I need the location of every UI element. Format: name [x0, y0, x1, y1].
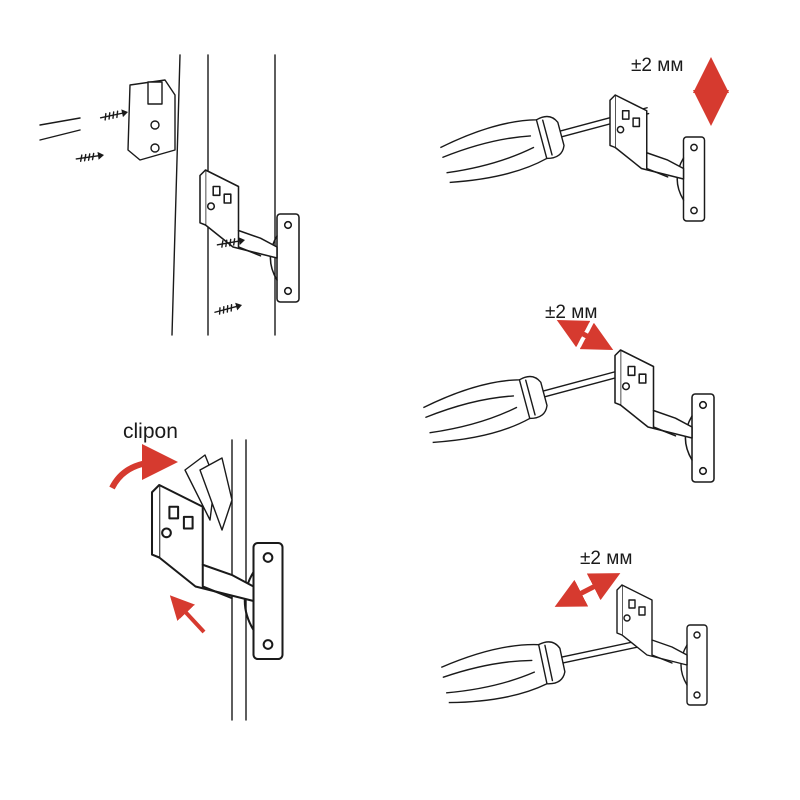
clipon-label: clipon — [123, 420, 178, 443]
side-adjust-arrow — [554, 573, 621, 607]
height-adjust-label: ±2 мм — [631, 55, 684, 76]
panel-mounting — [39, 54, 300, 336]
side-adjust-label: ±2 мм — [580, 548, 633, 569]
clip-push-arrow — [169, 595, 206, 634]
panel-side-adjust — [439, 573, 708, 710]
panel-depth-adjust — [420, 319, 715, 483]
clip-rotate-arrow — [109, 444, 178, 490]
depth-adjust-label: ±2 мм — [545, 302, 598, 323]
panel-clipon — [109, 439, 284, 721]
depth-adjust-arrow — [556, 319, 614, 351]
panel-height-adjust — [437, 57, 729, 222]
